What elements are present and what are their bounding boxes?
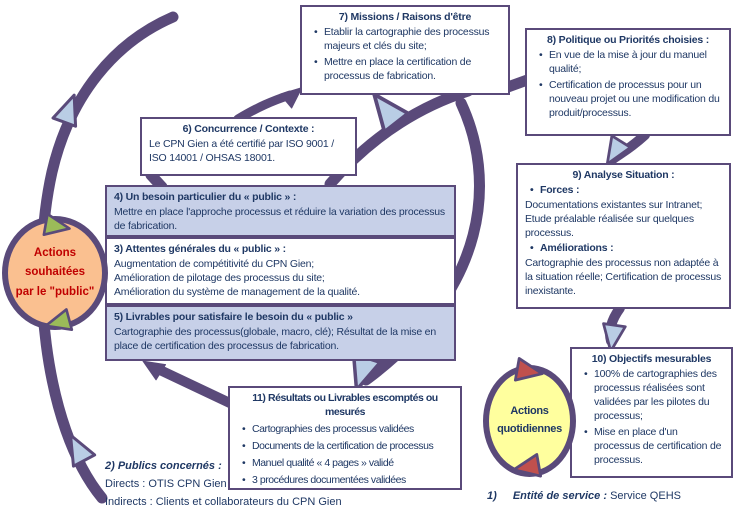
bullet-text: Cartographies des processus validées [252,422,414,435]
list-item: 3 procédures documentées validées [242,473,453,488]
bullet-text: 100% de cartographies des processus réal… [594,368,717,423]
ellipse-actions-public: Actions souhaitées par le "public" [2,216,108,330]
box-10-list: 100% de cartographies des processus réal… [579,368,724,467]
box-3-attentes: 3) Attentes générales du « public » : Au… [105,237,456,305]
box-4-body: Mettre en place l'approche processus et … [114,205,445,232]
bullet-text: 3 procédures documentées validées [252,473,406,486]
arrowhead-left-upper-icon [51,93,78,128]
box-11-list: Cartographies des processus validées Doc… [237,423,453,488]
ellipse-daily-line: quotidiennes [497,423,562,435]
bullet-text: Etablir la cartographie des processus ma… [324,26,490,53]
list-item: Documents de la certification de process… [242,439,453,454]
bullet-text: Mise en place d'un processus de certific… [594,425,722,466]
note-entity-label: Entité de service : [512,490,607,502]
ellipse-actions-quotidiennes: Actions quotidiennes [483,365,576,477]
list-item: 100% de cartographies des processus réal… [584,368,724,424]
list-item: Certification de processus pour un nouve… [539,78,722,121]
box-7-list: Etablir la cartographie des processus ma… [309,26,501,83]
ellipse-public-line: Actions [33,246,77,259]
box-8-list: En vue de la mise à jour du manuel quali… [534,49,722,120]
box-3-title: 3) Attentes générales du « public » : [114,243,286,255]
arrowhead-left-lower-icon [69,433,97,468]
box-3-line: Amélioration du système de management de… [114,285,360,298]
bullet-text: En vue de la mise à jour du manuel quali… [549,49,707,76]
box-6-body: Le CPN Gien a été certifié par ISO 9001 … [149,137,334,164]
ellipse-public-line: par le "public" [15,285,95,298]
box-10-title: 10) Objectifs mesurables [591,353,712,365]
box-7-title: 7) Missions / Raisons d'être [338,11,472,23]
box-8-politique: 8) Politique ou Priorités choisies : En … [525,28,731,136]
note-publics: 2) Publics concernés : Directs : OTIS CP… [105,459,375,511]
note-publics-indirect: Indirects : Clients et collaborateurs du… [105,495,342,508]
box-9-forces-label: Forces : [525,184,722,198]
box-9-analyse: 9) Analyse Situation : Forces : Document… [516,163,731,309]
note-publics-title: 2) Publics concernés : [105,460,222,472]
box-9-ameliorations-label: Améliorations : [525,242,722,256]
arrow-9-to-10-tail [605,303,625,346]
box-11-title: 11) Résultats ou Livrables escomptés ou … [252,392,438,418]
box-8-title: 8) Politique ou Priorités choisies : [547,34,709,46]
list-item: Etablir la cartographie des processus ma… [314,26,501,54]
box-5-livrables: 5) Livrables pour satisfaire le besoin d… [105,305,456,361]
bullet-text: Certification de processus pour un nouve… [549,78,720,119]
box-7-missions: 7) Missions / Raisons d'être Etablir la … [300,5,510,95]
note-publics-direct: Directs : OTIS CPN Gien [105,477,227,490]
box-4-title: 4) Un besoin particulier du « public » : [114,191,297,203]
arrow-11-to-5-tail [155,365,239,410]
box-6-concurrence: 6) Concurrence / Contexte : Le CPN Gien … [140,117,357,176]
note-entity-value: Service QEHS [610,490,681,502]
box-5-body: Cartographie des processus(globale, macr… [114,325,436,352]
list-item: Manuel qualité « 4 pages » validé [242,456,453,471]
bullet-text: Documents de la certification de process… [252,439,434,452]
ellipse-public-line: souhaitées [24,266,86,279]
arrow-6-to-7-tail [233,90,295,124]
box-11-resultats: 11) Résultats ou Livrables escomptés ou … [228,386,462,490]
box-9-forces-body: Documentations existantes sur Intranet; … [525,198,703,239]
ellipse-daily-line: Actions [510,405,549,418]
box-4-besoin: 4) Un besoin particulier du « public » :… [105,185,456,237]
box-10-objectifs: 10) Objectifs mesurables 100% de cartogr… [570,347,733,478]
list-item: Mettre en place la certification de proc… [314,55,501,84]
box-9-ameliorations-body: Cartographie des processus non adaptée à… [525,256,722,297]
arrow-8-to-9-tail [608,130,650,164]
box-5-title: 5) Livrables pour satisfaire le besoin d… [114,311,353,323]
box-3-line: Augmentation de compétitivité du CPN Gie… [114,257,314,270]
list-item: En vue de la mise à jour du manuel quali… [539,49,722,77]
note-entity-number: 1) [487,490,497,502]
box-3-line: Amélioration de pilotage des processus d… [114,271,325,284]
bullet-text: Manuel qualité « 4 pages » validé [252,456,394,469]
box-9-title: 9) Analyse Situation : [572,169,675,181]
list-item: Mise en place d'un processus de certific… [584,425,724,468]
box-6-title: 6) Concurrence / Contexte : [182,123,315,135]
note-entity: 1) Entité de service : Service QEHS [487,489,681,505]
list-item: Cartographies des processus validées [242,422,453,437]
bullet-text: Mettre en place la certification de proc… [324,55,472,82]
